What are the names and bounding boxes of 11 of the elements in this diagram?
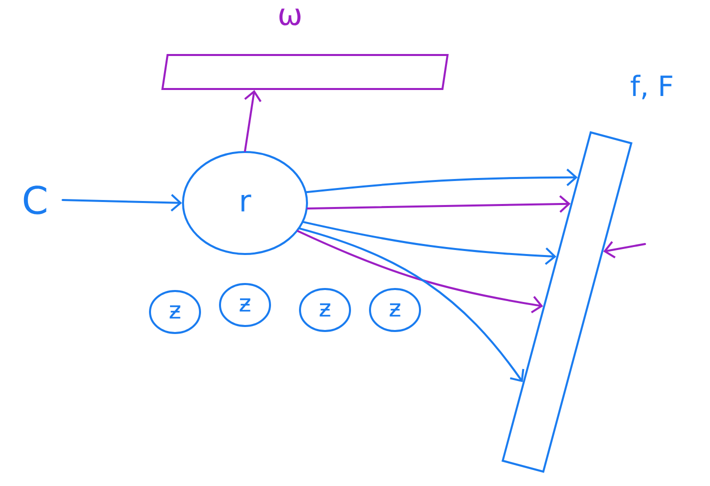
arrow <box>298 228 524 382</box>
arrow <box>244 90 262 152</box>
arrow <box>296 230 544 314</box>
arrow <box>306 195 571 213</box>
letter: C <box>24 186 46 214</box>
box-label: ω <box>279 8 301 26</box>
arrow <box>603 241 646 258</box>
bar-label: f, F <box>630 74 672 100</box>
arrow <box>302 221 556 265</box>
arrow <box>306 168 578 194</box>
arrow <box>62 194 182 212</box>
